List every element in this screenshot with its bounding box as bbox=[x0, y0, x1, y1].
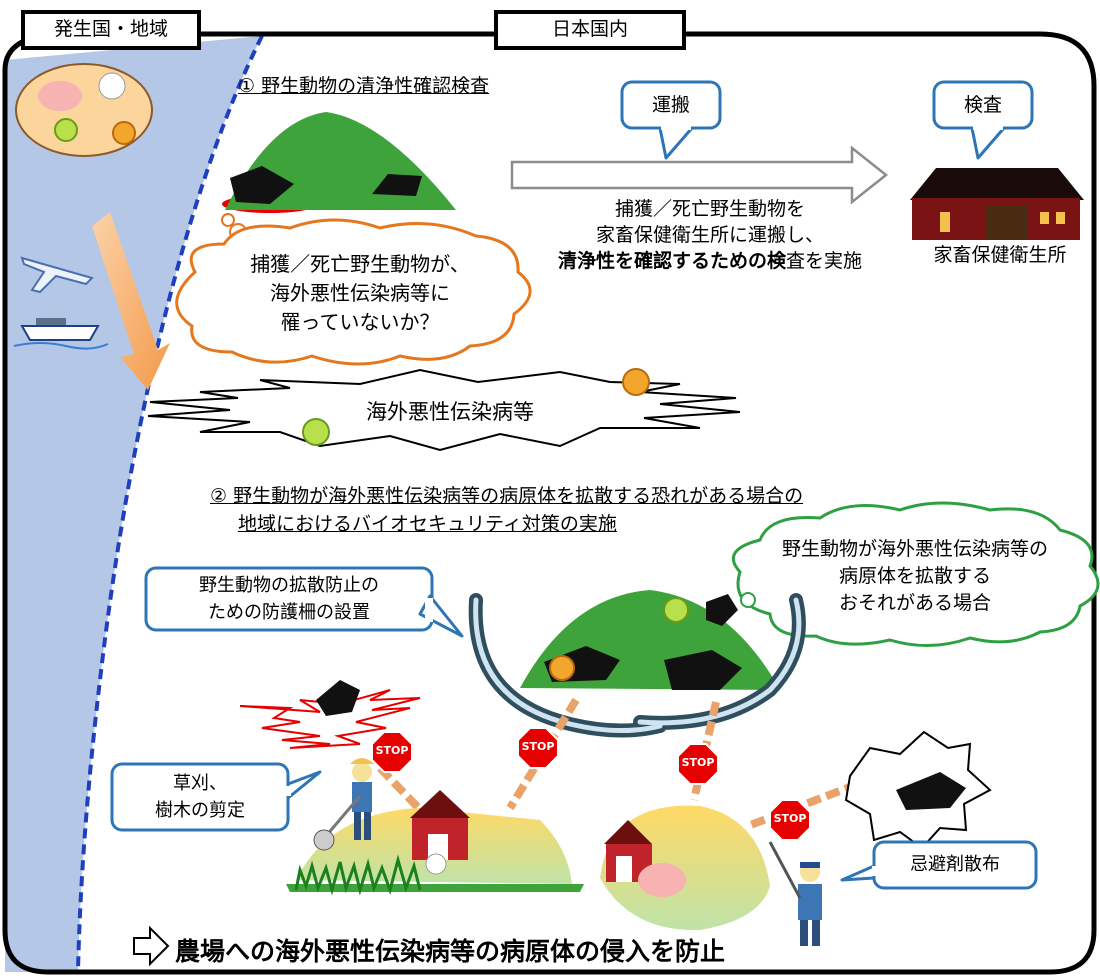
stop-label-1: STOP bbox=[375, 744, 409, 757]
risk-cloud-text: 野生動物が海外悪性伝染病等の 病原体を拡散する おそれがある場合 bbox=[750, 536, 1080, 617]
fence-callout-text: 野生動物の拡散防止の ための防護柵の設置 bbox=[146, 572, 432, 626]
conclusion-arrow-icon bbox=[133, 925, 170, 967]
risk-cloud-line-2: 病原体を拡散する bbox=[838, 565, 991, 587]
stop-label-2: STOP bbox=[521, 740, 555, 753]
transport-description: 捕獲／死亡野生動物を 家畜保健衛生所に運搬し、 清浄性を確認するための検査を実施 bbox=[500, 196, 920, 274]
repellent-callout-shape bbox=[840, 840, 1038, 890]
pig-farm-illustration bbox=[600, 805, 770, 931]
transport-callout-shape bbox=[620, 80, 722, 160]
desc-line-2: 家畜保健衛生所に運搬し、 bbox=[595, 224, 824, 246]
desc-line-1: 捕獲／死亡野生動物を bbox=[614, 198, 805, 220]
airplane-icon bbox=[20, 256, 94, 294]
section1-title: ① 野生動物の清浄性確認検査 bbox=[238, 75, 490, 97]
mowing-callout-text: 草刈、 樹木の剪定 bbox=[112, 770, 288, 824]
thought-line-1: 捕獲／死亡野生動物が、 bbox=[250, 252, 470, 276]
thought-line-3: 罹っていないか？ bbox=[280, 310, 440, 334]
virus-icon-orange bbox=[622, 368, 650, 396]
virus-icon-green bbox=[302, 418, 330, 446]
inspection-callout-shape bbox=[932, 80, 1034, 160]
risk-cloud-line-1: 野生動物が海外悪性伝染病等の bbox=[781, 538, 1048, 560]
transport-callout-label: 運搬 bbox=[651, 94, 690, 116]
worker-spraying-illustration bbox=[768, 841, 822, 946]
inspection-callout-label: 検査 bbox=[963, 94, 1002, 116]
fence-callout-line-1: 野生動物の拡散防止の bbox=[199, 575, 379, 596]
conclusion-banner: 農場への海外悪性伝染病等の病原体の侵入を防止 bbox=[175, 937, 726, 966]
dead-wildlife-hill-illustration bbox=[222, 112, 456, 213]
stop-label-4: STOP bbox=[773, 812, 807, 825]
livestock-health-center-building bbox=[910, 168, 1084, 240]
boar-explosion-illustration bbox=[844, 730, 992, 850]
thought-cloud-text: 捕獲／死亡野生動物が、 海外悪性伝染病等に 罹っていないか？ bbox=[200, 250, 520, 337]
mowing-callout-line-1: 草刈、 bbox=[173, 773, 227, 794]
wildlife-hill-illustration bbox=[520, 590, 780, 690]
disease-explosion-shape bbox=[147, 368, 741, 452]
section2-title-line1: ② 野生動物が海外悪性伝染病等の病原体を拡散する恐れがある場合の bbox=[210, 485, 804, 507]
travel-arrow bbox=[92, 212, 170, 390]
stop-sign-1 bbox=[371, 731, 413, 773]
mowing-callout-line-2: 樹木の剪定 bbox=[155, 800, 245, 821]
origin-region bbox=[5, 36, 262, 972]
origin-animals-illustration bbox=[15, 63, 153, 157]
desc-line-3: 清浄性を確認するための検査を実施 bbox=[500, 248, 920, 274]
worker-mowing-illustration bbox=[313, 758, 374, 851]
mowing-callout-shape bbox=[110, 762, 322, 832]
border-dash-line bbox=[76, 35, 264, 973]
risk-cloud-dots bbox=[740, 592, 756, 608]
domestic-japan-label: 日本国内 bbox=[494, 10, 686, 50]
risk-cloud-line-3: おそれがある場合 bbox=[838, 592, 991, 614]
stop-sign-3 bbox=[677, 743, 719, 785]
crow-alert-illustration bbox=[239, 680, 421, 749]
stop-label-3: STOP bbox=[681, 756, 715, 769]
desc-line-3-rest: 査を実施 bbox=[786, 250, 863, 272]
section2-title-line2: 地域におけるバイオセキュリティ対策の実施 bbox=[238, 513, 617, 535]
facility-label: 家畜保健衛生所 bbox=[933, 244, 1067, 266]
origin-country-label-text: 発生国・地域 bbox=[53, 18, 168, 40]
ship-icon bbox=[13, 318, 109, 350]
protective-fence-arc-highlight bbox=[473, 597, 802, 733]
stop-sign-4 bbox=[769, 799, 811, 841]
repellent-callout-text: 忌避剤散布 bbox=[910, 854, 1000, 875]
fence-callout-line-2: ための防護柵の設置 bbox=[208, 602, 370, 623]
thought-line-2: 海外悪性伝染病等に bbox=[270, 281, 450, 305]
origin-country-label: 発生国・地域 bbox=[21, 10, 201, 50]
domestic-japan-label-text: 日本国内 bbox=[551, 18, 628, 40]
thought-cloud-outline bbox=[175, 218, 532, 366]
stop-sign-2 bbox=[517, 727, 559, 769]
disease-label: 海外悪性伝染病等 bbox=[366, 400, 534, 424]
desc-line-3-bold: 清浄性を確認するための検 bbox=[557, 250, 786, 272]
risk-cloud-outline bbox=[731, 501, 1100, 647]
transport-arrow bbox=[510, 145, 889, 205]
fence-callout-shape bbox=[144, 566, 464, 638]
